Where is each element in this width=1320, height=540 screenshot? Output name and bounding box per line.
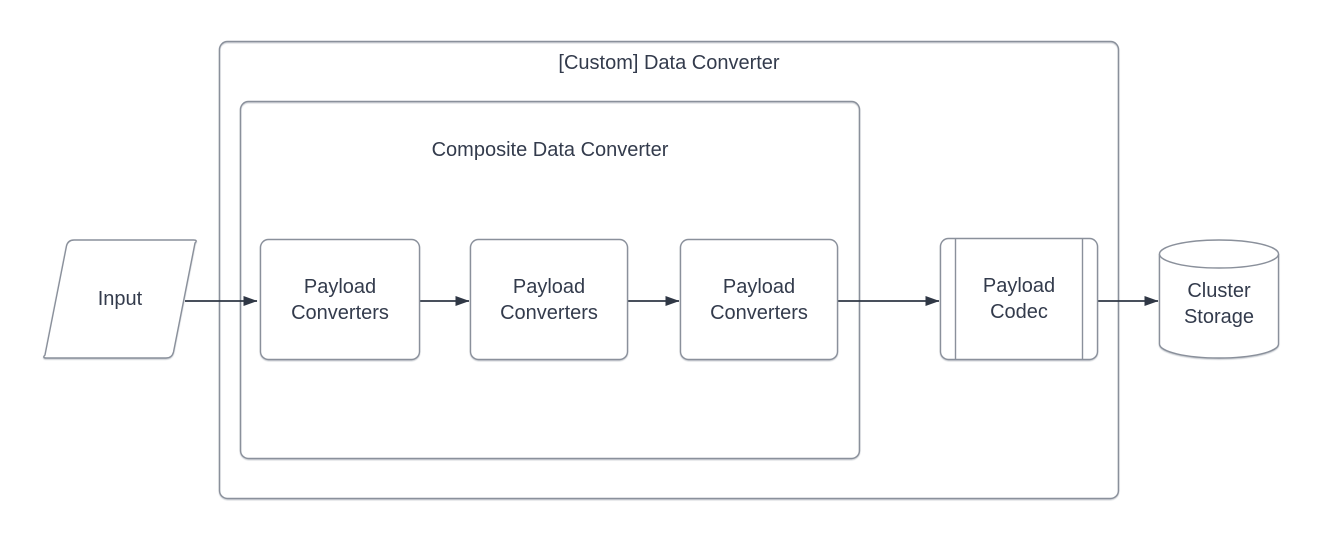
input-shape[interactable]	[43, 239, 197, 359]
custom-data-converter-container[interactable]	[218, 40, 1120, 500]
payload-converters-2-shape[interactable]	[469, 238, 629, 361]
payload-converters-3-shape[interactable]	[679, 238, 839, 361]
payload-codec-shape[interactable]	[939, 237, 1099, 361]
cluster-storage-shape[interactable]	[1158, 239, 1280, 359]
payload-converters-1-shape[interactable]	[259, 238, 421, 361]
composite-data-converter-container[interactable]	[239, 100, 861, 460]
